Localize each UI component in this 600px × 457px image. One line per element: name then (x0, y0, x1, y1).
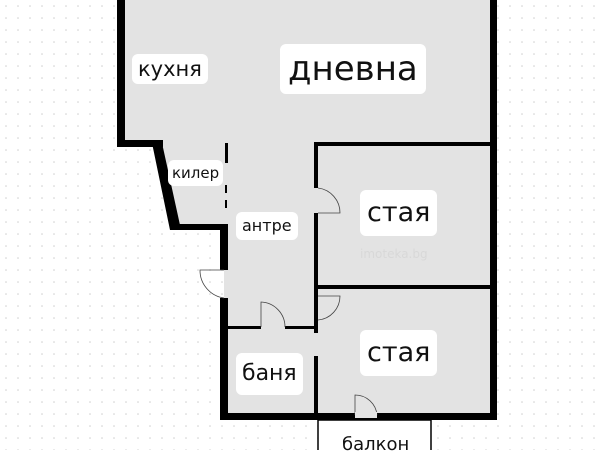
watermark: imoteka.bg (360, 247, 428, 261)
floor-area (121, 0, 494, 417)
room-label-hall: антре (236, 212, 298, 240)
door-swings (199, 187, 378, 416)
room-label-balcony: балкон (342, 434, 410, 455)
room-label-bathroom: баня (236, 353, 303, 395)
room-label-room-1: стая (360, 190, 438, 236)
room-label-kitchen: кухня (132, 54, 208, 84)
room-label-pantry: килер (168, 160, 224, 186)
room-label-room-2: стая (360, 330, 438, 376)
balcony-outline (317, 419, 432, 450)
room-label-living: дневна (280, 44, 426, 94)
